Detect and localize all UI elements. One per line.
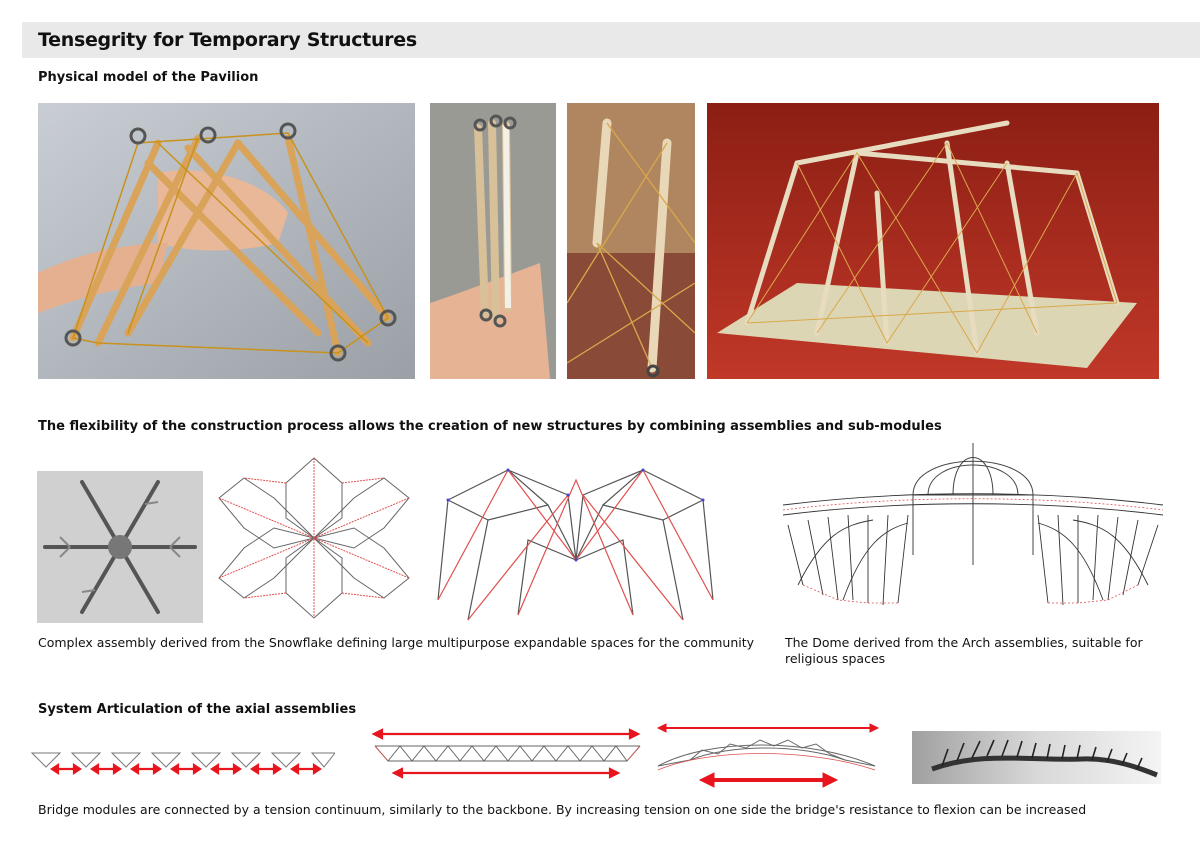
curved-bridge-diagram (650, 720, 895, 792)
separate-modules-diagram (30, 745, 335, 785)
snowflake-image (37, 471, 203, 623)
photo-hand-held-model (38, 103, 415, 379)
flexibility-heading: The flexibility of the construction proc… (38, 419, 942, 434)
photo-folded-model (430, 103, 556, 379)
snowflake-plan-diagram (210, 450, 418, 626)
straight-bridge-diagram (370, 728, 645, 780)
snowflake-perspective-diagram (428, 450, 723, 626)
photo-pavilion-model (707, 103, 1159, 379)
dome-caption: The Dome derived from the Arch assemblie… (785, 635, 1143, 666)
page-title: Tensegrity for Temporary Structures (38, 29, 417, 51)
backbone-image (912, 731, 1161, 784)
snowflake-caption: Complex assembly derived from the Snowfl… (38, 635, 755, 650)
dome-diagram (783, 435, 1163, 625)
photo-strut-detail (567, 103, 695, 379)
title-bar (22, 22, 1200, 58)
physical-model-heading: Physical model of the Pavilion (38, 70, 259, 85)
articulation-caption: Bridge modules are connected by a tensio… (38, 802, 1087, 817)
articulation-heading: System Articulation of the axial assembl… (38, 702, 357, 717)
